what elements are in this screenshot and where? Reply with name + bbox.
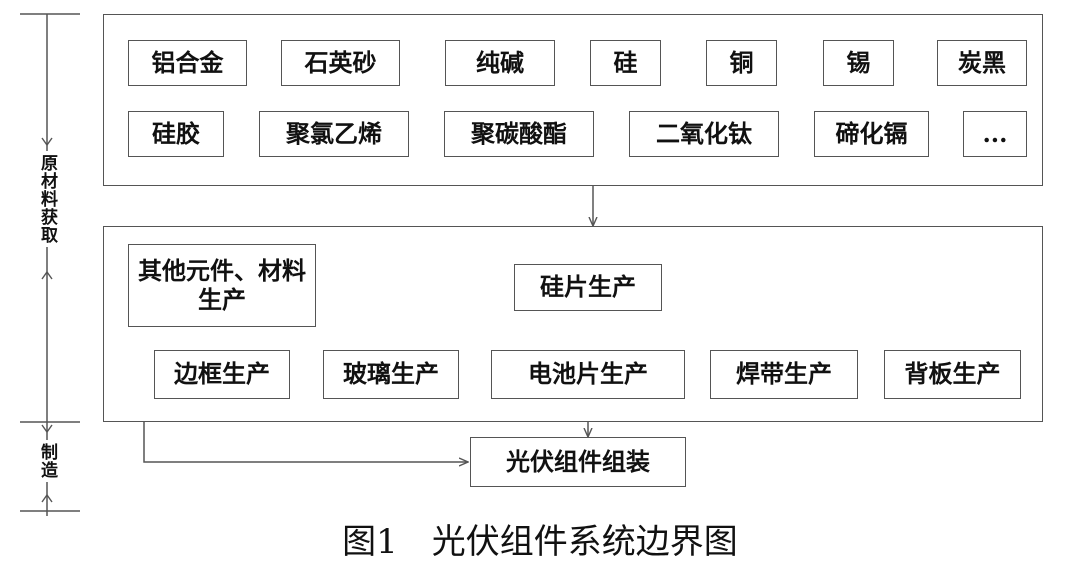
ribbon-production: 焊带生产 [710,350,858,399]
material-titanium-dioxide: 二氧化钛 [629,111,779,157]
material-pvc: 聚氯乙烯 [259,111,409,157]
frame-production: 边框生产 [154,350,290,399]
stage-label-manufacture: 制造 [37,440,57,482]
pv-module-assembly: 光伏组件组装 [470,437,686,487]
material-silicon: 硅 [590,40,661,86]
material-carbon-black: 炭黑 [937,40,1027,86]
material-quartz-sand: 石英砂 [281,40,400,86]
material-cadmium-telluride: 碲化镉 [814,111,929,157]
material-copper: 铜 [706,40,777,86]
stage-arrow-manufacture-up [41,493,53,503]
material-soda-ash: 纯碱 [445,40,555,86]
stage-arrow-raw-up [41,270,53,280]
material-tin: 锡 [823,40,894,86]
material-silica-gel: 硅胶 [128,111,224,157]
material-more: ... [963,111,1027,157]
stage-arrow-raw-down [41,137,53,147]
glass-production: 玻璃生产 [323,350,459,399]
silicon-wafer-production: 硅片生产 [514,264,662,311]
other-components-production: 其他元件、材料生产 [128,244,316,327]
material-aluminum-alloy: 铝合金 [128,40,247,86]
stage-label-raw-materials: 原材料获取 [37,151,57,247]
stage-arrow-manufacture-down [41,424,53,434]
figure-caption: 图1 光伏组件系统边界图 [342,522,738,562]
backsheet-production: 背板生产 [884,350,1021,399]
material-polycarbonate: 聚碳酸酯 [444,111,594,157]
cell-production: 电池片生产 [491,350,685,399]
